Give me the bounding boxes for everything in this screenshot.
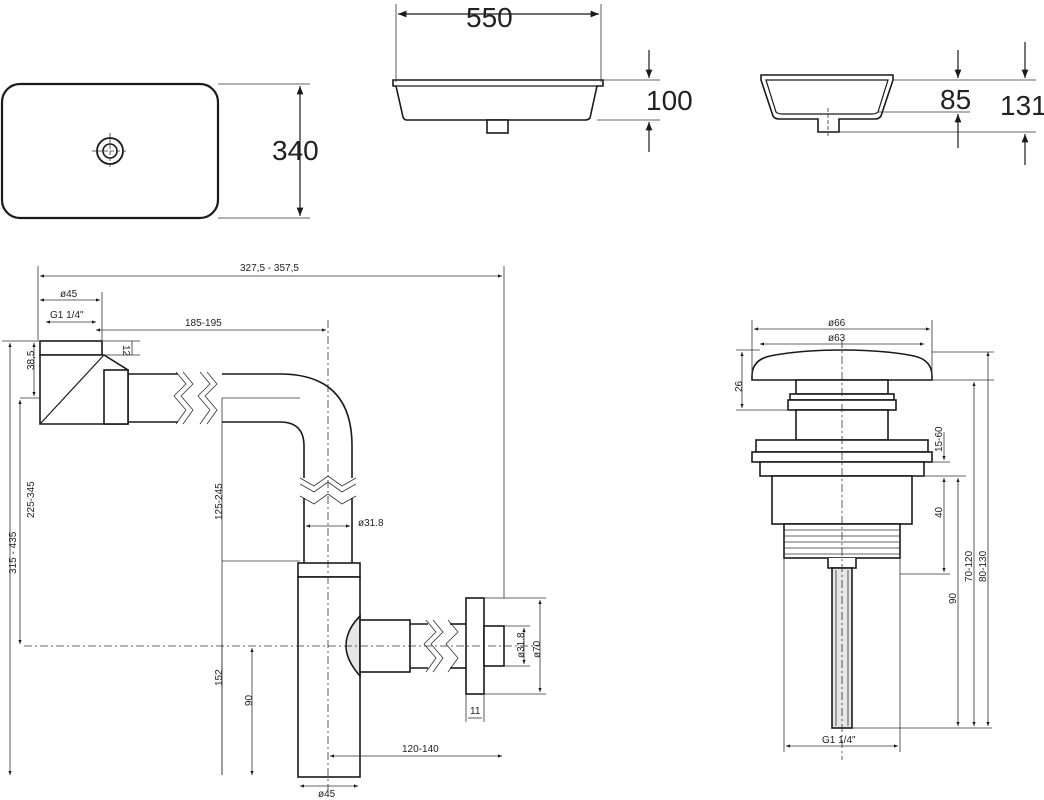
dim-85: 85 [940,84,971,115]
dim-26: 26 [734,380,745,392]
dim-40: 40 [934,506,945,518]
thread-inlet: G1 1/4" [50,310,84,321]
thread-valve: G1 1/4" [822,735,856,746]
dim-15-60: 15-60 [934,426,945,452]
dim-dia-70: ø70 [532,640,543,658]
dim-327-357: 327,5 - 357,5 [240,263,299,274]
siphon-drawing [24,320,540,790]
dim-dia-31-8-pipe: ø31.8 [358,518,384,529]
dim-131: 131 [1000,90,1044,121]
dim-dia-45-bottom: ø45 [318,789,336,800]
basin-length-dimension: 550 [395,2,602,82]
dim-dia-63: ø63 [828,333,846,344]
basin-side-section [760,74,894,138]
dim-90-siphon: 90 [244,694,255,706]
dim-152: 152 [214,669,225,686]
siphon-dimensions: 327,5 - 357,5 ø45 G1 1/4" 185-195 12 38,… [2,263,546,800]
dim-120-140: 120-140 [402,744,439,755]
basin-front-view [392,79,604,134]
dim-100: 100 [646,85,693,116]
basin-depth-dimension: 85 131 [839,42,1044,165]
dim-315-435: 315 - 435 [8,531,19,574]
basin-height-dimension: 100 [597,50,693,152]
dim-185-195: 185-195 [185,318,222,329]
dim-80-130: 80-130 [978,550,989,582]
dim-38-5: 38,5 [26,350,37,370]
dim-550: 550 [466,2,513,33]
basin-width-dimension: 340 [218,83,319,219]
dim-340: 340 [272,135,319,166]
dim-90-valve: 90 [948,592,959,604]
dim-225-345: 225-345 [26,481,37,518]
drain-valve-drawing [751,340,933,760]
dim-12: 12 [120,345,131,357]
dim-dia-45-inlet: ø45 [60,289,78,300]
dim-125-245: 125-245 [214,483,225,520]
dim-dia-31-8-outlet: ø31.8 [516,632,527,658]
dim-dia-66: ø66 [828,318,846,329]
basin-top-view [0,82,220,220]
dim-11: 11 [470,706,481,717]
valve-dimensions: ø66 ø63 26 15-60 40 90 70-120 80-130 G1 … [734,318,994,752]
dim-70-120: 70-120 [964,550,975,582]
